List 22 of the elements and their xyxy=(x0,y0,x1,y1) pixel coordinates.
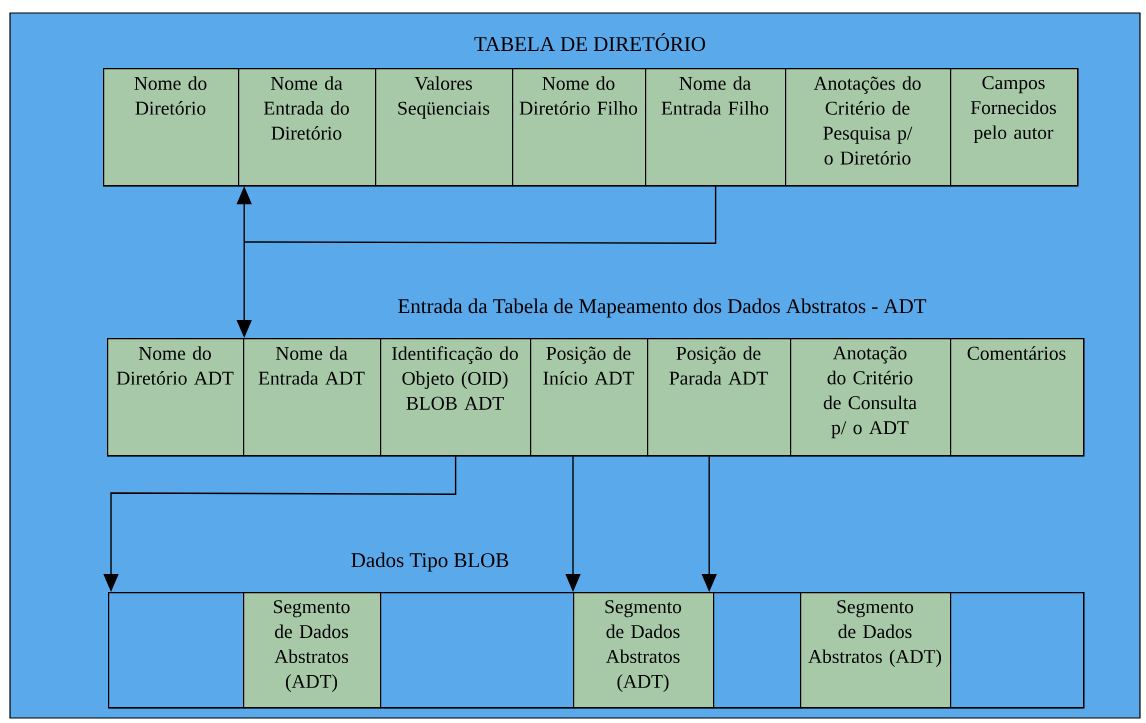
table-cell: Campos Fornecidos pelo autor xyxy=(950,68,1079,187)
table-cell: Anotação do Critério de Consulta p/ o ADT xyxy=(790,338,952,457)
table-cell: Segmento de Dados Abstratos (ADT) xyxy=(573,592,715,709)
table-heading: Entrada da Tabela de Mapeamento dos Dados Abstratos - ADT xyxy=(398,298,927,318)
table-heading: Dados Tipo BLOB xyxy=(351,552,509,572)
table-cell: Nome do Diretório ADT xyxy=(107,338,245,457)
table-cell: Nome da Entrada do Diretório xyxy=(238,68,377,187)
table-cell: Nome do Diretório Filho xyxy=(512,68,647,187)
table-cell: Valores Seqüenciais xyxy=(375,68,514,187)
table-cell: Segmento de Dados Abstratos (ADT) xyxy=(243,592,382,709)
table-cell: Nome da Entrada ADT xyxy=(243,338,382,457)
table-cell: Nome do Diretório xyxy=(103,68,240,187)
table-cell: Posição de Início ADT xyxy=(530,338,649,457)
table-heading: TABELA DE DIRETÓRIO xyxy=(474,32,706,52)
table-cell: Posição de Parada ADT xyxy=(647,338,792,457)
empty-cell xyxy=(713,592,802,709)
table-cell: Anotações do Critério de Pesquisa p/ o Diretório xyxy=(785,68,952,187)
table-cell: Segmento de Dados Abstratos (ADT) xyxy=(800,592,952,709)
table-cell: Nome da Entrada Filho xyxy=(645,68,787,187)
table-cell: Comentários xyxy=(950,338,1085,457)
table-cell: Identificação do Objeto (OID) BLOB ADT xyxy=(380,338,532,457)
connector-line xyxy=(243,185,717,244)
